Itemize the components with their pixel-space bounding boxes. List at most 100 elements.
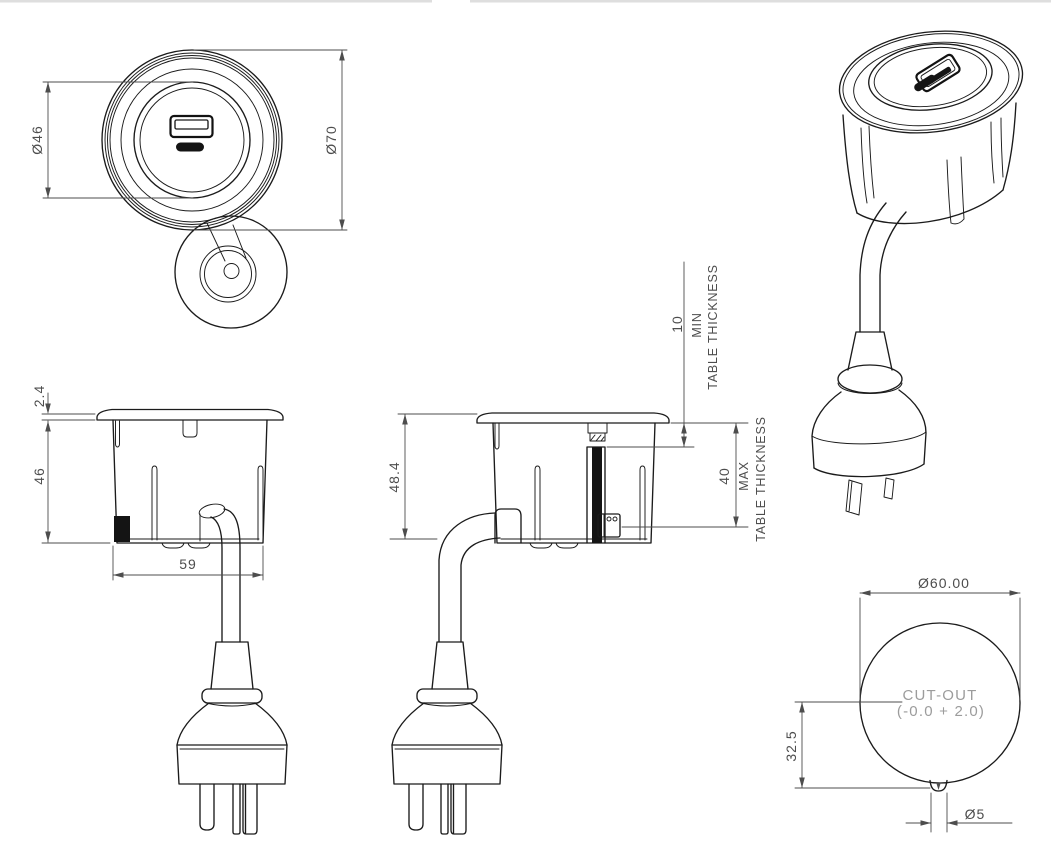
cable-path	[438, 512, 501, 643]
dia5-arrow-right	[947, 820, 958, 826]
iso-dome-sides	[811, 389, 927, 469]
cable-cap-ellipse	[198, 503, 226, 519]
bottom-feet	[161, 542, 211, 549]
plug-body	[391, 744, 503, 785]
dia46-extension-lines	[42, 81, 194, 199]
plug-top-cable-tip	[223, 263, 240, 279]
max-label: MAX	[737, 461, 751, 491]
plug-top-cable-lines	[206, 222, 247, 262]
dim24-extension-lines	[41, 413, 96, 421]
body-outline	[112, 419, 268, 544]
iso-flange-rings	[838, 30, 1024, 134]
iso-slot-right	[990, 117, 1004, 184]
dim24-arrow	[45, 403, 51, 414]
dim10-extension-lines	[606, 422, 749, 448]
clamp-screw-head	[587, 422, 608, 434]
clamp-screw-hatch	[590, 434, 605, 442]
plug-body	[176, 744, 288, 785]
dim484-arrow-top	[402, 414, 408, 425]
iso-pin-left	[845, 479, 863, 516]
face-inner-circle	[139, 87, 245, 193]
plug-pin-right	[242, 783, 258, 835]
iso-slot-left	[860, 125, 875, 204]
cutout-note-line1: CUT-OUT	[902, 687, 977, 704]
screw-channel-outline	[586, 446, 606, 544]
flange-ring-4	[109, 57, 275, 223]
cutout-cable-notch	[929, 779, 948, 792]
dim325-label: 32.5	[783, 730, 799, 761]
dia60-extension-lines	[859, 597, 1021, 701]
dia5-arrow-left	[920, 820, 931, 826]
plug-top-collar-inner	[204, 250, 252, 298]
iso-snap-tab-front	[946, 156, 965, 225]
iso-pin-right	[883, 477, 895, 500]
dim10-arrow-top	[681, 423, 687, 434]
dia46-arrow-top	[45, 82, 51, 93]
plug-pin-right	[450, 783, 467, 835]
iso-rim-inner	[842, 33, 1020, 131]
plug-strain-relief	[431, 641, 469, 690]
flange-profile	[96, 408, 284, 421]
dim59-arrow-right	[252, 572, 263, 578]
dim10-label: 10	[669, 315, 685, 333]
body-outline	[492, 422, 656, 544]
left-slot	[115, 420, 120, 448]
plug-dome	[176, 702, 288, 746]
usb-a-port	[169, 114, 214, 139]
plug-collar	[416, 688, 478, 704]
notch-leader-arrow	[936, 783, 941, 790]
iso-face-inner	[873, 46, 988, 108]
dim59-extension-lines	[112, 545, 264, 581]
plug-collar-underside	[420, 702, 474, 707]
cutout-note-line2: (-0.0 + 2.0)	[897, 703, 985, 720]
plug-collar-underside	[205, 702, 259, 707]
dia5-label: Ø5	[965, 806, 986, 822]
plug-top-collar-outer	[199, 245, 257, 303]
min-label: MIN	[690, 312, 704, 337]
top-clamp-tab	[182, 419, 198, 438]
dia5-extension-lines	[930, 792, 948, 833]
dia70-arrow-bottom	[339, 219, 345, 230]
dia60-label: Ø60.00	[918, 575, 970, 591]
usb-a-tongue	[174, 119, 209, 130]
iso-strain-relief	[847, 331, 893, 371]
dia60-arrow-right	[1009, 590, 1020, 596]
iso-collar-underside	[837, 382, 903, 394]
plug-strain-relief	[210, 641, 254, 690]
plug-pin-left	[440, 783, 449, 835]
view-top: Ø46 Ø70	[29, 49, 348, 329]
view-cutout: Ø60.00 CUT-OUT (-0.0 + 2.0) 32.5 Ø5	[783, 575, 1021, 833]
iso-dome-equator	[811, 431, 927, 445]
iso-rim-outer	[838, 30, 1024, 134]
dia60-arrow-left	[860, 590, 871, 596]
flange-profile	[476, 412, 670, 424]
top-edge-strip-left	[0, 0, 432, 3]
dia70-label: Ø70	[323, 125, 339, 154]
flange-outer-circle	[101, 49, 283, 231]
plug-top-dome-circle	[174, 215, 288, 329]
iso-collar	[837, 364, 903, 394]
dim484-label: 48.4	[386, 461, 402, 492]
dim325-arrow-top	[799, 702, 805, 713]
iso-body-bottom	[856, 189, 1004, 225]
dia70-extension-lines	[193, 49, 348, 231]
dim325-arrow-bottom	[799, 777, 805, 788]
dim59-label: 59	[179, 556, 197, 572]
view-front: 2.4 46 59	[31, 385, 288, 835]
face-circle	[133, 81, 251, 199]
iso-dome-bottom	[813, 463, 925, 478]
max-table-thickness-label: TABLE THICKNESS	[754, 416, 768, 541]
clamp-block	[597, 513, 621, 538]
plug-collar	[201, 688, 263, 704]
plug-dome	[391, 702, 503, 746]
dim46-arrow-top	[45, 421, 51, 432]
dim40-label: 40	[716, 467, 732, 485]
dim46-label: 46	[31, 467, 47, 485]
left-slot	[494, 422, 500, 450]
dim40-arrow-bottom	[733, 516, 739, 527]
dim40-arrow-top	[733, 423, 739, 434]
clamp-block-screw-2	[612, 516, 618, 522]
min-table-thickness-label: TABLE THICKNESS	[706, 264, 720, 389]
